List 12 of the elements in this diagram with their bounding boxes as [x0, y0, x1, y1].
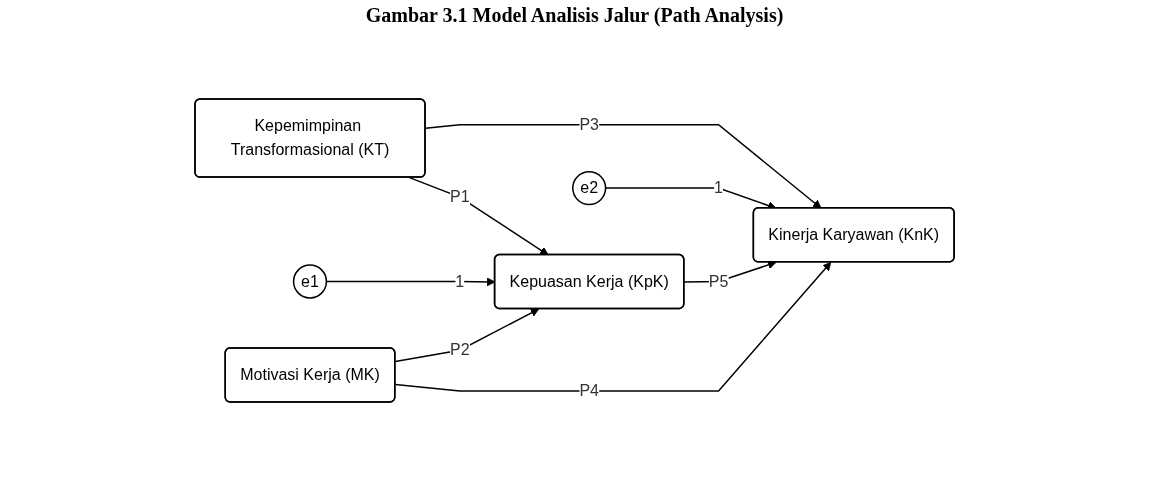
edge-label: 1: [455, 272, 465, 290]
diagram-title: Gambar 3.1 Model Analisis Jalur (Path Analysis): [364, 4, 785, 27]
arrow: [394, 308, 540, 363]
edge-label: P5: [708, 272, 729, 290]
edge-label: P2: [449, 341, 470, 359]
node-circle: e2: [571, 170, 607, 206]
node-circle: e1: [292, 264, 328, 299]
edge-label: P1: [449, 188, 470, 206]
edge-label: P3: [579, 115, 599, 133]
arrow: [408, 176, 549, 256]
edge-label: 1: [714, 179, 723, 197]
edge-label: P4: [579, 381, 599, 399]
